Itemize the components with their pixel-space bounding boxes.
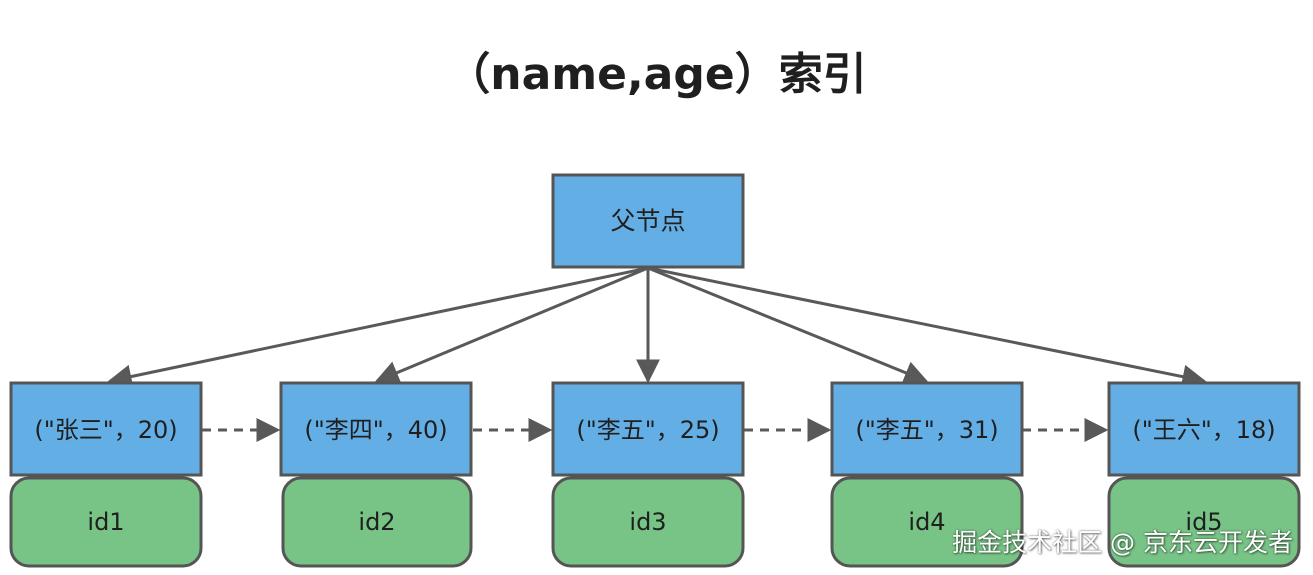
index-node-label: ("张三"，20) — [34, 416, 177, 444]
index-node-label: ("李五"，31) — [855, 416, 998, 444]
watermark: 掘金技术社区 @ 京东云开发者 — [952, 528, 1293, 557]
id-node-label: id3 — [629, 508, 666, 536]
edge-parent-to-node-5 — [647, 266, 1207, 389]
index-node-1: ("张三"，20) — [9, 381, 203, 477]
id-node-label: id2 — [358, 508, 395, 536]
edge-parent-to-node-2 — [374, 266, 649, 384]
index-node-3: ("李五"，25) — [551, 381, 745, 477]
parent-node-label: 父节点 — [610, 207, 685, 236]
parent-node: 父节点 — [551, 173, 745, 269]
index-node-label: ("王六"，18) — [1132, 416, 1275, 444]
id-node-label: id1 — [87, 508, 124, 536]
index-node-label: ("李四"，40) — [304, 416, 447, 444]
id-node-label: id4 — [908, 508, 945, 536]
id-node-3: id3 — [551, 476, 745, 568]
edge-parent-to-node-4 — [647, 266, 929, 384]
index-node-label: ("李五"，25) — [576, 416, 719, 444]
index-node-5: ("王六"，18) — [1107, 381, 1301, 477]
id-node-4: id4 — [830, 476, 1024, 568]
parent-edges — [107, 266, 1207, 389]
index-node-4: ("李五"，31) — [830, 381, 1024, 477]
edge-parent-to-node-1 — [107, 266, 649, 389]
id-node-2: id2 — [281, 476, 473, 568]
index-node-2: ("李四"，40) — [279, 381, 473, 477]
id-node-1: id1 — [9, 476, 203, 568]
id-node-label: id5 — [1185, 508, 1222, 536]
diagram-title: （name,age）索引 — [446, 49, 867, 100]
id-node-5: id5 — [1107, 476, 1301, 568]
